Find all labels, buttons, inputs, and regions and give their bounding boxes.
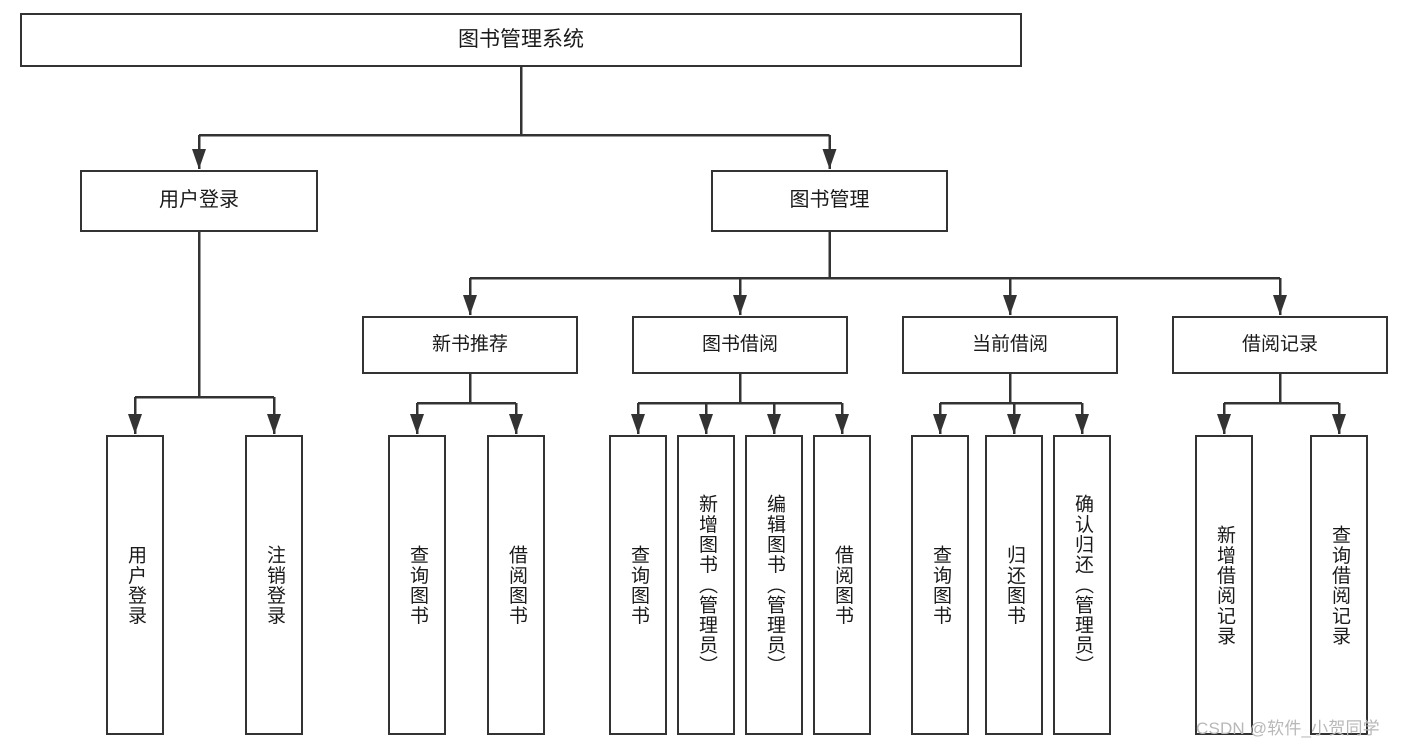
node-label: 查询图书 bbox=[627, 544, 649, 626]
node-label: 借阅图书 bbox=[505, 544, 527, 626]
node-label: 图书管理 bbox=[789, 189, 870, 212]
node-label: 新增借阅记录 bbox=[1213, 524, 1235, 646]
node-user-login: 用户登录 bbox=[80, 170, 318, 232]
node-label: 图书借阅 bbox=[701, 333, 778, 355]
node-label: 查询图书 bbox=[929, 544, 951, 626]
node-label: 查询图书 bbox=[406, 544, 428, 626]
node-label: 编辑图书（管理员） bbox=[763, 494, 785, 676]
node-current-borrow: 当前借阅 bbox=[902, 316, 1118, 374]
node-book-manage: 图书管理 bbox=[711, 170, 948, 232]
node-label: 当前借阅 bbox=[971, 333, 1048, 355]
node-leaf-confirm-return: 确认归还（管理员） bbox=[1053, 435, 1111, 735]
node-leaf-return-book: 归还图书 bbox=[985, 435, 1043, 735]
node-new-book-rec: 新书推荐 bbox=[362, 316, 578, 374]
node-leaf-user-login: 用户登录 bbox=[106, 435, 164, 735]
node-leaf-borrow-book-2: 借阅图书 bbox=[813, 435, 871, 735]
node-borrow-record: 借阅记录 bbox=[1172, 316, 1388, 374]
node-label: 图书管理系统 bbox=[458, 27, 584, 51]
node-label: 归还图书 bbox=[1003, 544, 1025, 626]
node-book-borrow: 图书借阅 bbox=[632, 316, 848, 374]
node-leaf-add-record: 新增借阅记录 bbox=[1195, 435, 1253, 735]
node-label: 确认归还（管理员） bbox=[1071, 494, 1093, 676]
watermark: CSDN @软件_小贺同学 bbox=[1196, 719, 1380, 738]
node-leaf-user-logout: 注销登录 bbox=[245, 435, 303, 735]
node-leaf-query-book-2: 查询图书 bbox=[609, 435, 667, 735]
node-label: 查询借阅记录 bbox=[1328, 524, 1350, 646]
node-label: 注销登录 bbox=[263, 544, 285, 626]
node-leaf-add-book: 新增图书（管理员） bbox=[677, 435, 735, 735]
node-leaf-query-book-1: 查询图书 bbox=[388, 435, 446, 735]
node-leaf-query-record: 查询借阅记录 bbox=[1310, 435, 1368, 735]
node-leaf-query-book-3: 查询图书 bbox=[911, 435, 969, 735]
node-label: 借阅记录 bbox=[1241, 333, 1318, 355]
node-label: 借阅图书 bbox=[831, 544, 853, 626]
node-root: 图书管理系统 bbox=[20, 13, 1022, 67]
node-label: 新书推荐 bbox=[431, 333, 508, 355]
node-label: 新增图书（管理员） bbox=[695, 494, 717, 676]
node-label: 用户登录 bbox=[159, 189, 239, 212]
node-leaf-edit-book: 编辑图书（管理员） bbox=[745, 435, 803, 735]
node-label: 用户登录 bbox=[124, 544, 146, 626]
node-leaf-borrow-book-1: 借阅图书 bbox=[487, 435, 545, 735]
